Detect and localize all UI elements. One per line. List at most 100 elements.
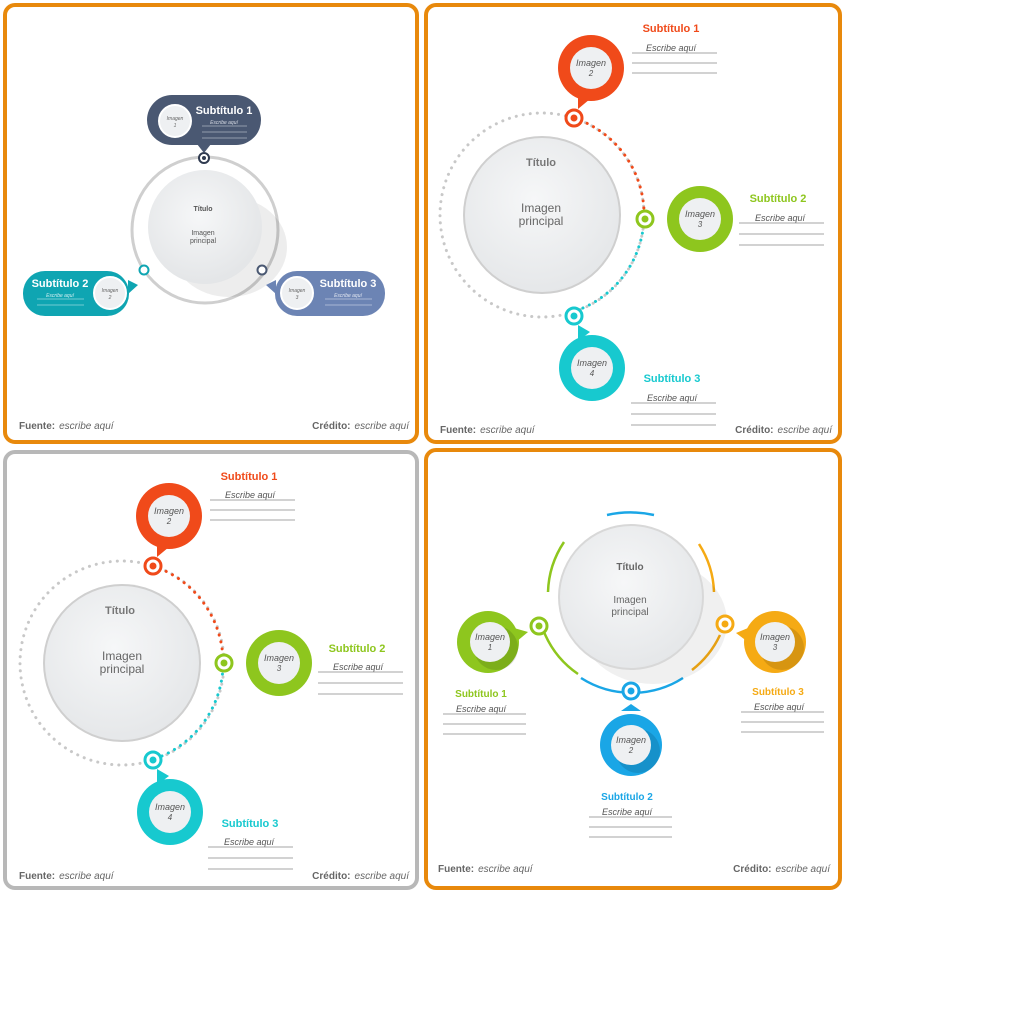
image-thumb-1 <box>470 622 510 662</box>
source-value: escribe aquí <box>59 421 114 432</box>
arc-red <box>151 564 225 661</box>
footer-credit: Crédito:escribe aquí <box>312 421 409 432</box>
image-thumb-1-num: 2 <box>588 69 594 78</box>
image-thumb-2-num: 3 <box>277 664 282 673</box>
main-image-line1: Imagen <box>102 649 142 663</box>
image-thumb-1-num: 1 <box>174 123 177 129</box>
image-thumb-3 <box>149 791 191 833</box>
main-image-line2: principal <box>100 662 145 676</box>
panel-3: Título Imagen principal Imagen 2 Subtítu… <box>3 450 419 890</box>
write-here-1: Escribe aquí <box>646 43 698 53</box>
main-circle <box>148 170 262 284</box>
write-here-3: Escribe aquí <box>224 837 276 847</box>
image-thumb-3-word: Imagen <box>155 802 185 812</box>
main-image-line2: principal <box>519 214 564 228</box>
image-thumb-1 <box>158 104 192 138</box>
write-here-2: Escribe aquí <box>46 293 74 299</box>
image-thumb-2-word: Imagen <box>616 735 646 745</box>
image-thumb-1-num: 1 <box>488 643 492 652</box>
footer-source: Fuente:escribe aquí <box>440 425 535 436</box>
image-thumb-3-num: 4 <box>590 369 595 378</box>
bubble-2-pointer <box>128 280 138 294</box>
panel-2: Título Imagen principal Imagen 2 Subtítu… <box>424 3 842 444</box>
footer-credit: Crédito:escribe aquí <box>735 425 832 436</box>
pin-1-tail <box>578 97 590 109</box>
node-dot-2-center <box>220 659 228 667</box>
node-dot-1-center <box>149 562 157 570</box>
source-label: Fuente: <box>438 864 475 875</box>
image-thumb-3-word: Imagen <box>289 288 306 294</box>
panel-2-diagram: Título Imagen principal Imagen 2 Subtítu… <box>438 23 824 426</box>
bubble-3-pointer <box>266 280 276 294</box>
main-circle <box>465 138 619 292</box>
node-dot-2 <box>138 264 150 276</box>
subtitle-3: Subtítulo 3 <box>222 818 279 830</box>
bubble-1-pointer <box>197 144 211 153</box>
image-thumb-1-word: Imagen <box>154 506 184 516</box>
arc-left-upper <box>546 541 566 593</box>
main-image-line2: principal <box>190 238 217 245</box>
node-dot-3-center <box>149 756 157 764</box>
subtitle-1: Subtítulo 1 <box>643 23 700 35</box>
node-dot-3-center <box>721 620 729 628</box>
main-image-line1: Imagen <box>521 201 561 215</box>
source-value: escribe aquí <box>480 425 535 436</box>
image-thumb-3-num: 3 <box>773 643 778 652</box>
arc-left-lower <box>542 631 579 676</box>
image-thumb-2 <box>611 725 651 765</box>
panel-1: Título Imagen principal Imagen 1 Subtítu… <box>3 3 419 444</box>
image-thumb-1 <box>570 47 612 89</box>
image-thumb-3 <box>280 276 314 310</box>
pin-1-tail <box>157 545 169 557</box>
source-value: escribe aquí <box>59 871 114 882</box>
footer-credit: Crédito:escribe aquí <box>733 864 830 875</box>
main-image-line1: Imagen <box>613 595 646 606</box>
credit-label: Crédito: <box>735 425 774 436</box>
node-dot-3 <box>256 264 268 276</box>
subtitle-2: Subtítulo 2 <box>750 193 807 205</box>
subtitle-3: Subtítulo 3 <box>752 687 804 698</box>
main-circle <box>560 526 702 668</box>
node-dot-1-center <box>202 156 206 160</box>
image-thumb-2 <box>679 198 721 240</box>
pin-2-tail <box>668 211 679 227</box>
write-here-2: Escribe aquí <box>333 662 385 672</box>
credit-value: escribe aquí <box>354 871 409 882</box>
image-thumb-2 <box>93 276 127 310</box>
image-thumb-3-num: 4 <box>168 813 173 822</box>
source-label: Fuente: <box>19 421 56 432</box>
credit-label: Crédito: <box>733 864 772 875</box>
node-dot-3-center <box>570 312 578 320</box>
credit-value: escribe aquí <box>775 864 830 875</box>
subtitle-1: Subtítulo 1 <box>196 105 253 117</box>
main-image-line2: principal <box>611 607 648 618</box>
pin-1-tail <box>514 628 528 642</box>
main-image-line1: Imagen <box>191 230 214 237</box>
image-thumb-1-num: 2 <box>166 517 172 526</box>
arc-top <box>606 511 655 517</box>
image-thumb-1-word: Imagen <box>576 58 606 68</box>
arc-right-upper <box>697 543 716 593</box>
node-dot-2-center <box>627 687 635 695</box>
footer-source: Fuente:escribe aquí <box>19 421 114 432</box>
image-thumb-1-word: Imagen <box>475 632 505 642</box>
arc-red <box>572 116 646 213</box>
write-here-3: Escribe aquí <box>334 293 362 299</box>
write-here-1: Escribe aquí <box>456 704 508 714</box>
subtitle-1: Subtítulo 1 <box>221 471 278 483</box>
pin-2-tail <box>247 655 258 671</box>
write-here-1: Escribe aquí <box>225 490 277 500</box>
footer-credit: Crédito:escribe aquí <box>312 871 409 882</box>
image-thumb-3-word: Imagen <box>760 632 790 642</box>
image-thumb-3-word: Imagen <box>577 358 607 368</box>
main-circle <box>45 586 199 740</box>
image-thumb-3 <box>571 347 613 389</box>
source-value: escribe aquí <box>478 864 533 875</box>
credit-value: escribe aquí <box>354 421 409 432</box>
panel-3-diagram: Título Imagen principal Imagen 2 Subtítu… <box>18 471 403 870</box>
arc-right-lower <box>691 634 722 671</box>
image-thumb-3 <box>755 622 795 662</box>
image-thumb-2-num: 2 <box>108 295 112 301</box>
write-here-3: Escribe aquí <box>754 702 806 712</box>
credit-value: escribe aquí <box>777 425 832 436</box>
